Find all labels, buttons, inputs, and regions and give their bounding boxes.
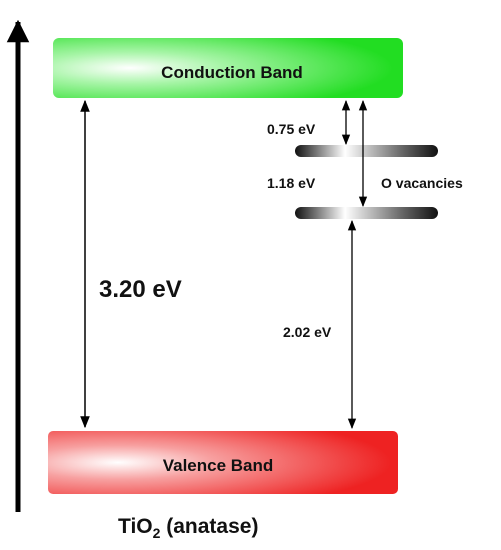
band-gap-label: 3.20 eV bbox=[99, 276, 182, 303]
material-subscript: 2 bbox=[153, 525, 161, 541]
defect-level-upper bbox=[295, 145, 438, 157]
conduction-band-label: Conduction Band bbox=[161, 63, 303, 82]
material-name-prefix: TiO bbox=[118, 515, 153, 538]
material-name-suffix: (anatase) bbox=[160, 515, 258, 538]
conduction-band: Conduction Band bbox=[53, 38, 403, 98]
gap-label-2-02: 2.02 eV bbox=[283, 324, 332, 340]
gap-label-0-75: 0.75 eV bbox=[267, 121, 316, 137]
gap-label-1-18: 1.18 eV bbox=[267, 175, 316, 191]
valence-band-label: Valence Band bbox=[163, 456, 274, 475]
defect-level-lower bbox=[295, 207, 438, 219]
o-vacancies-label: O vacancies bbox=[381, 175, 463, 191]
material-label: TiO2 (anatase) bbox=[118, 515, 258, 541]
valence-band: Valence Band bbox=[48, 431, 398, 494]
